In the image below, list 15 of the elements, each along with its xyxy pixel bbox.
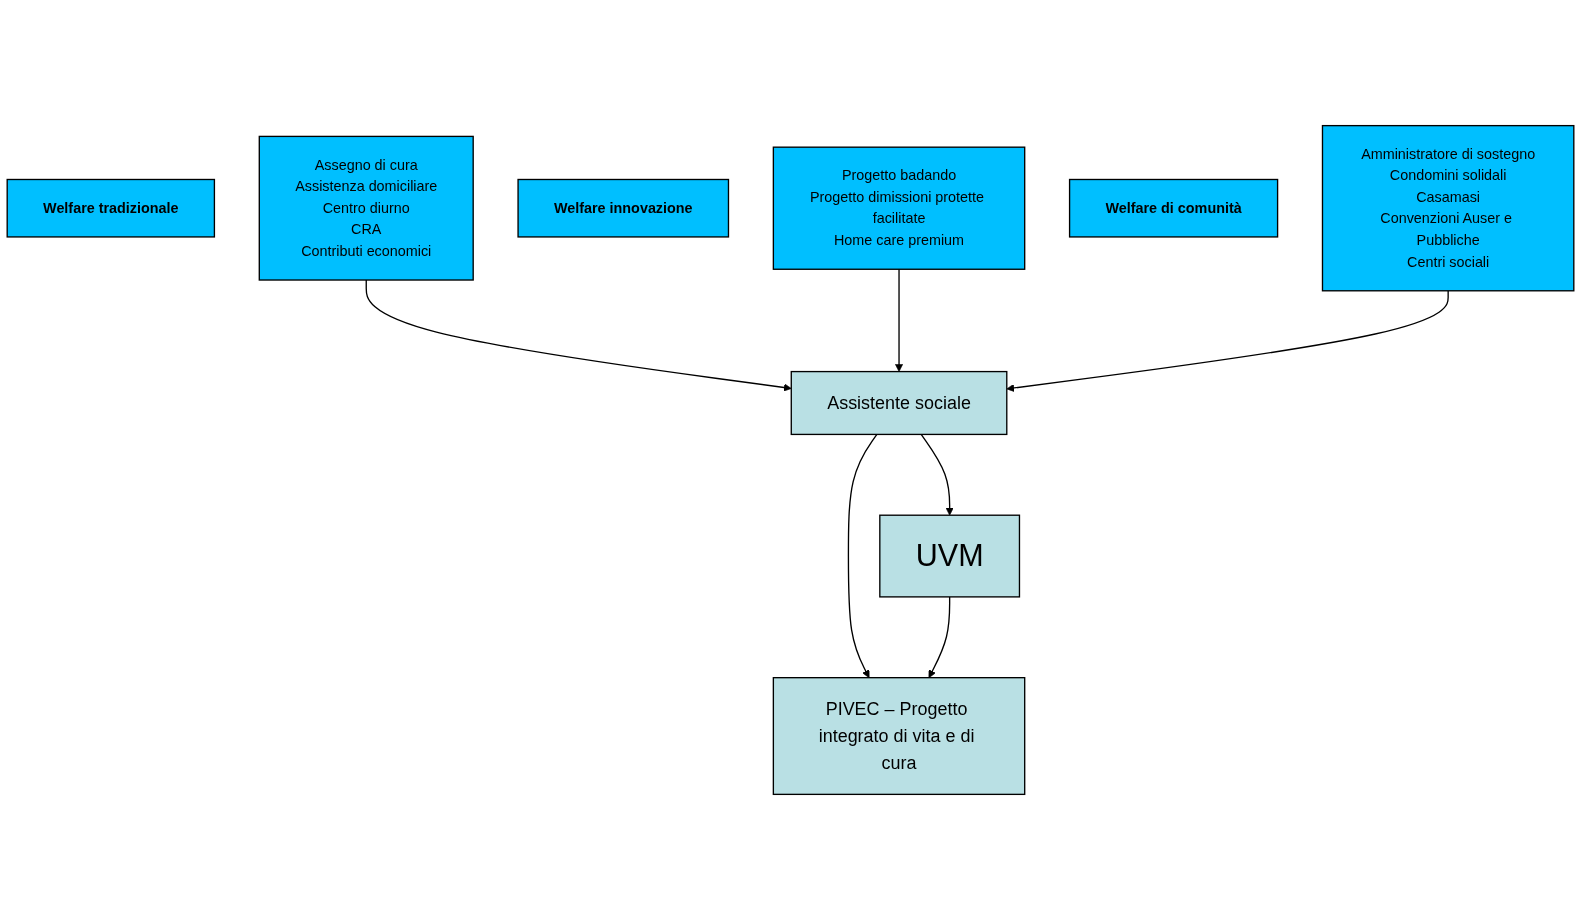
node-box: Welfare tradizionale <box>6 178 216 238</box>
node-box: Welfare innovazione <box>517 178 730 238</box>
arrow <box>895 268 903 372</box>
node-box: PIVEC – Progetto integrato di vita e di cura <box>772 677 1026 796</box>
node-box: UVM <box>879 514 1021 598</box>
arrow <box>1006 290 1449 392</box>
node-box: Assegno di cura Assistenza domiciliare Centro diurno CRA Contributi economici <box>258 135 474 281</box>
arrow <box>847 433 878 679</box>
node-box: Amministratore di sostegno Condomini solidali Casamasi Convenzioni Auser e Pubbliche Centri sociali <box>1321 124 1575 292</box>
arrow <box>920 433 954 516</box>
node-box: Welfare di comunità <box>1068 178 1279 238</box>
node-box: Assistente sociale <box>790 370 1008 436</box>
arrow <box>928 596 951 679</box>
node-box: Progetto badando Progetto dimissioni protette facilitate Home care premium <box>772 146 1026 270</box>
arrow <box>365 279 792 392</box>
